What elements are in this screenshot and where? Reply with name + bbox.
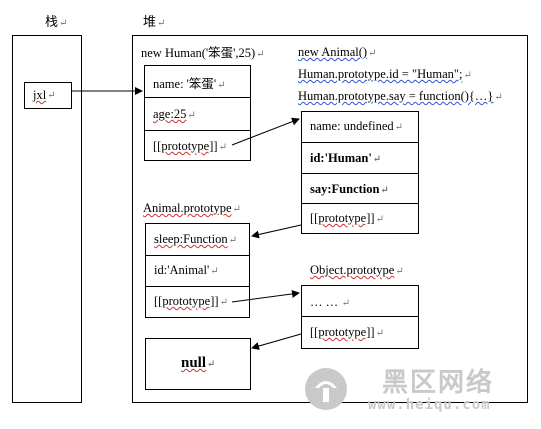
arrow-animal-prototype-to-object-prototype [231,289,300,303]
animal-code-line-1: new Animal()↵ [298,45,377,59]
human-field-name: name: '笨蛋'↵ [153,77,226,91]
animal-field-prototype: [[prototype]]↵ [310,211,384,225]
stack-variable-jxl: jxl↵ [24,82,72,109]
stack-header: 栈↵ [45,14,68,29]
arrow-object-prototype-to-null [251,333,302,350]
divider [301,316,419,317]
divider [301,203,419,204]
null-label: null↵ [181,355,216,371]
human-instance-title: new Human('笨蛋',25)↵ [141,46,265,60]
animal-instance-object [301,111,419,234]
object-prototype-object [301,285,419,349]
heap-header: 堆↵ [143,14,166,29]
animal-proto-field-sleep: sleep:Function↵ [154,232,237,246]
null-object [145,338,251,390]
object-proto-field-prototype: [[prototype]]↵ [310,325,384,339]
animal-proto-field-id: id:'Animal'↵ [154,263,219,277]
object-proto-field-etc: … … ↵ [310,295,351,309]
human-field-age: age:25↵ [153,107,196,121]
divider [145,286,250,287]
watermark-url: www.heiqu.com [368,397,491,413]
divider [144,130,251,131]
watermark-brand: 黑区网络 [382,368,495,398]
divider [145,255,250,256]
animal-prototype-title: Animal.prototype↵ [143,201,241,215]
watermark-logo-icon [303,366,349,412]
divider [301,142,419,143]
animal-code-line-3: Human.prototype.say = function(){…}↵ [298,89,503,103]
animal-field-say: say:Function↵ [310,182,389,196]
divider [301,173,419,174]
human-field-prototype: [[prototype]]↵ [153,139,227,153]
animal-code-line-2: Human.prototype.id = "Human";↵ [298,67,472,81]
animal-proto-field-prototype: [[prototype]]↵ [154,294,228,308]
object-prototype-title: Object.prototype↵ [310,263,404,277]
animal-field-id: id:'Human'↵ [310,151,382,165]
animal-field-name: name: undefined↵ [310,119,404,133]
arrow-animal-proto-to-animal-prototype [251,224,302,239]
arrow-human-proto-to-animal [231,117,300,146]
divider [144,97,251,98]
